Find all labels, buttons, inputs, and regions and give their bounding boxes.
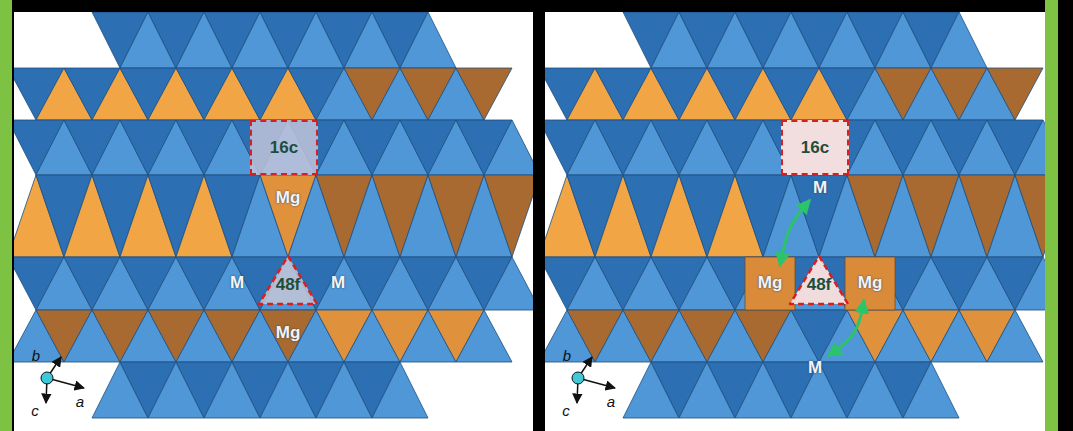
site-box: 16c: [781, 120, 849, 175]
green-stripe: [0, 0, 12, 431]
panel-ground: [545, 12, 1045, 431]
polyhedron-face: [456, 68, 512, 120]
panel-ground: [14, 12, 533, 431]
site-box: 16c: [250, 120, 318, 175]
polyhedron-face: [484, 257, 533, 310]
site-label: 48f: [807, 275, 832, 295]
axis-origin: [572, 372, 584, 384]
ion-label: Mg: [858, 273, 883, 293]
axis-label: c: [562, 402, 570, 419]
axis-label: b: [32, 347, 40, 364]
polyhedra-layer: [14, 12, 533, 418]
mg-octahedron: [745, 257, 795, 310]
polyhedron-face: [931, 12, 987, 68]
polyhedron-face: [903, 362, 959, 418]
polyhedron-face: [987, 68, 1043, 120]
polyhedron-face: [987, 310, 1043, 362]
site-label: 16c: [270, 138, 298, 158]
ion-label: M: [813, 178, 827, 198]
axis-label: c: [31, 402, 39, 419]
site-triangle: 48f: [257, 254, 319, 306]
site-label: 48f: [276, 275, 301, 295]
polyhedron-face: [1015, 257, 1045, 310]
axis-origin: [41, 372, 53, 384]
polyhedron-face: [484, 120, 533, 175]
polyhedron-face: [372, 362, 428, 418]
green-stripe: [1045, 0, 1058, 431]
polyhedron-face: [456, 310, 512, 362]
axis-label: a: [607, 393, 615, 410]
polyhedron-face: [1015, 120, 1045, 175]
polyhedron-face: [1015, 175, 1045, 257]
site-triangle: 48f: [788, 254, 850, 306]
polyhedron-face: [484, 175, 533, 257]
site-label: 16c: [801, 138, 829, 158]
triangle-outline: [790, 256, 848, 304]
axis-label: b: [563, 347, 571, 364]
ion-label: M: [331, 273, 345, 293]
overlay-layer: [41, 200, 895, 403]
exchange-arrow: [780, 200, 810, 266]
ion-label: Mg: [758, 273, 783, 293]
mg-octahedron: [845, 257, 895, 310]
ion-label: M: [808, 358, 822, 378]
exchange-arrow: [828, 300, 864, 356]
polyhedra-layer: [545, 12, 1045, 418]
axis-label: a: [76, 393, 84, 410]
ion-label: M: [230, 273, 244, 293]
ion-label: Mg: [276, 323, 301, 343]
ion-label: Mg: [276, 188, 301, 208]
triangle-outline: [259, 256, 317, 304]
polyhedron-face: [400, 12, 456, 68]
